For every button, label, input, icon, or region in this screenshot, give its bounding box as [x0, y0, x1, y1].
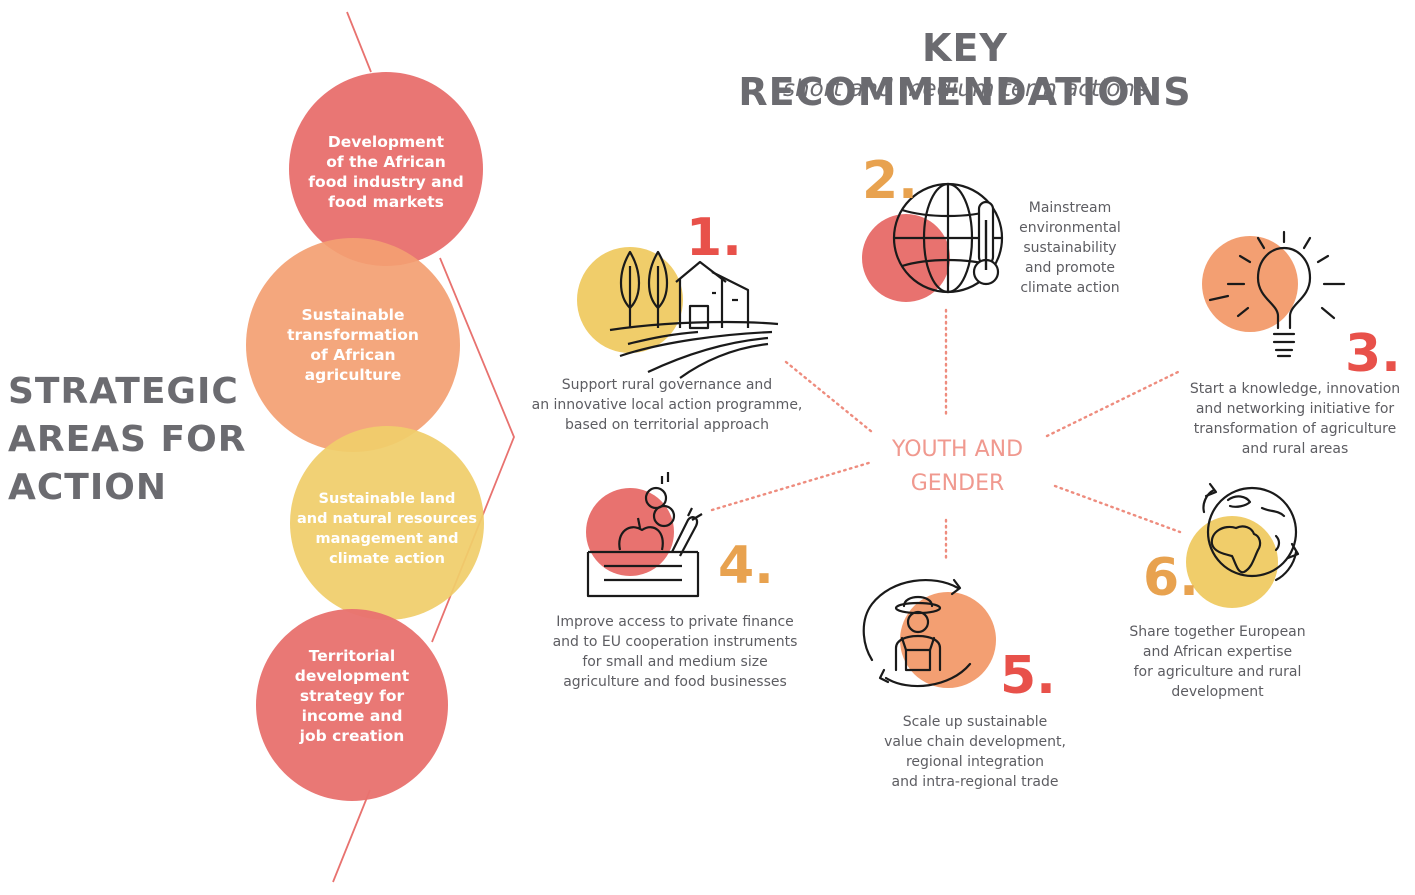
farm-icon — [577, 247, 779, 379]
youth-gender-center-label: YOUTH AND GENDER — [891, 437, 1024, 496]
produce-crate-icon — [586, 472, 703, 598]
area-label-territorial: Territorial development strategy for inc… — [294, 647, 410, 745]
recommendation-3-number: 3. — [1345, 324, 1401, 384]
strategic-areas-title: STRATEGIC AREAS FOR ACTION — [8, 371, 247, 508]
area-circle-territorial — [256, 609, 448, 801]
key-recommendations-title: KEY RECOMMENDATIONS — [738, 26, 1192, 114]
recommendation-6-number: 6. — [1143, 548, 1199, 608]
area-label-food-industry: Development of the African food industry… — [308, 133, 464, 211]
area-circle-food-industry — [289, 72, 483, 266]
bottom-connector-line — [332, 789, 371, 883]
globe-thermometer-icon — [862, 182, 1004, 302]
globe-africa-europe-icon — [1186, 482, 1300, 608]
spoke-to-6 — [1053, 484, 1182, 534]
spoke-to-3 — [1045, 370, 1180, 438]
recommendation-1-text: Support rural governance and an innovati… — [531, 377, 803, 433]
area-circle-agriculture — [246, 238, 460, 452]
recommendation-5-text: Scale up sustainable value chain develop… — [884, 714, 1066, 790]
spoke-to-4 — [710, 460, 874, 512]
lightbulb-icon — [1202, 230, 1346, 358]
recommendation-2-text: Mainstream environmental sustainability … — [1019, 200, 1121, 296]
top-connector-line — [346, 11, 372, 73]
recommendation-6-text: Share together European and African expe… — [1129, 624, 1306, 700]
area-label-agriculture: Sustainable transformation of African ag… — [287, 306, 419, 384]
recommendation-2-number: 2. — [862, 151, 918, 211]
key-recommendations-subtitle: short and medium term actions — [783, 76, 1147, 102]
farmer-cycle-icon — [862, 578, 996, 688]
recommendation-4-text: Improve access to private finance and to… — [552, 614, 798, 690]
recommendation-1-number: 1. — [686, 208, 742, 268]
spoke-to-1 — [784, 360, 874, 434]
area-circle-land-resources — [290, 426, 484, 620]
recommendation-5-number: 5. — [1000, 646, 1056, 706]
recommendation-4-number: 4. — [718, 536, 774, 596]
recommendation-3-text: Start a knowledge, innovation and networ… — [1189, 381, 1401, 457]
area-label-land-resources: Sustainable land and natural resources m… — [297, 491, 477, 567]
